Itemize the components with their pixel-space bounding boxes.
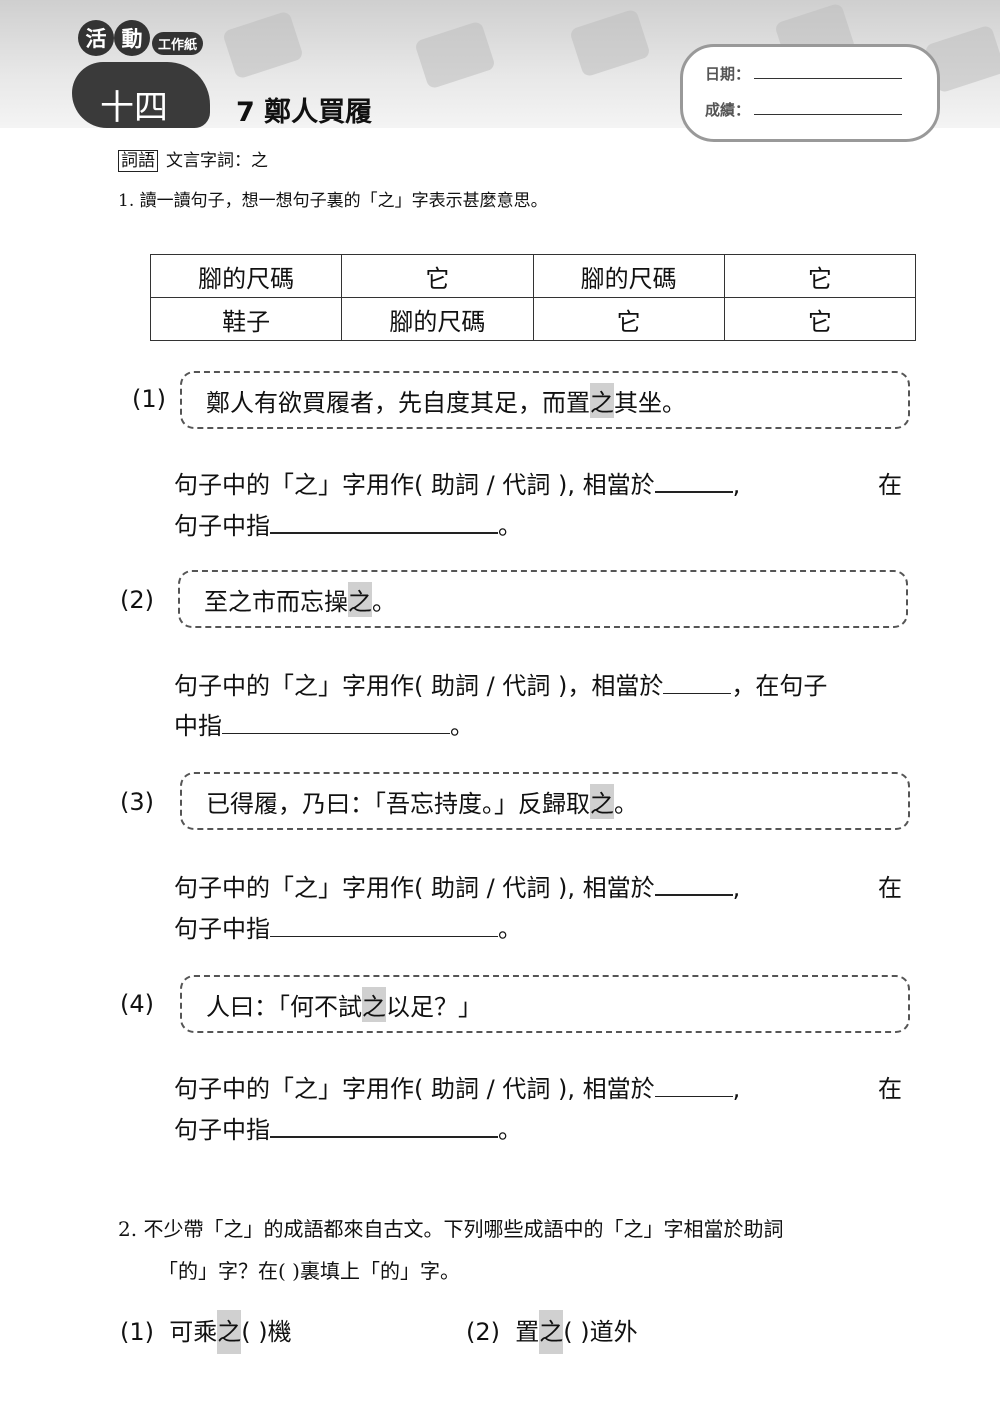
date-label: 日期： <box>705 65 751 83</box>
question-2-prompt: 2. 不少帶「之」的成語都來自古文。下列哪些成語中的「之」字相當於助詞 「的」字… <box>118 1208 918 1292</box>
item-3-answer-line-1: 句子中的「之」字用作( 助詞 / 代詞 ), 相當於, <box>174 868 740 903</box>
word-bank-table: 腳的尺碼 它 腳的尺碼 它 鞋子 腳的尺碼 它 它 <box>149 254 917 341</box>
item-1-line1-text: 句子中的「之」字用作( 助詞 / 代詞 ), 相當於 <box>174 471 655 499</box>
score-field[interactable]: 成績： <box>705 99 903 120</box>
item-3-refers-blank[interactable] <box>270 910 498 937</box>
item-4-comma: , <box>732 1075 741 1103</box>
item-2-highlight: 之 <box>348 581 372 617</box>
item-3-period: 。 <box>498 915 522 943</box>
item-4-highlight: 之 <box>362 986 386 1022</box>
item-4-tail: 在 <box>878 1075 902 1103</box>
item-2-number: (2) <box>120 586 154 614</box>
item-2-answer-line-1: 句子中的「之」字用作( 助詞 / 代詞 )，相當於 ，在句子 <box>174 666 827 701</box>
idiom-2-post[interactable]: ( )道外 <box>563 1318 638 1346</box>
item-4-answer-line-2: 句子中指 。 <box>174 1110 522 1145</box>
word-bank-cell: 腳的尺碼 <box>341 297 534 341</box>
item-4-sentence-box: 人曰：「何不試之以足？」 <box>180 975 910 1033</box>
idiom-1-highlight: 之 <box>217 1310 242 1354</box>
idiom-1-post[interactable]: ( )機 <box>241 1318 292 1346</box>
item-2-tail: ，在句子 <box>731 672 828 700</box>
chapter-badge-blob <box>72 62 210 128</box>
item-3-sentence-pre: 已得履，乃曰：「吾忘持度。」反歸取 <box>206 789 590 818</box>
item-1-answer-line-1: 句子中的「之」字用作( 助詞 / 代詞 ), 相當於, <box>174 465 740 500</box>
item-4-period: 。 <box>498 1116 522 1144</box>
idiom-1-number: (1) <box>120 1318 154 1346</box>
score-blank[interactable] <box>754 114 903 115</box>
item-1-equivalent-blank[interactable] <box>654 465 733 493</box>
item-2-answer-line-2: 中指 。 <box>174 706 474 741</box>
vocab-tag: 詞語 <box>118 150 158 172</box>
idiom-2: (2) 置之( )道外 <box>466 1310 638 1354</box>
item-3-line2-text: 句子中指 <box>174 915 270 943</box>
badge-char-2: 動 <box>114 20 150 56</box>
date-field[interactable]: 日期： <box>705 63 903 84</box>
word-bank-cell: 它 <box>341 254 534 298</box>
activity-worksheet-badge: 活 動 工作紙 <box>74 20 204 60</box>
item-2-sentence-post: 。 <box>372 587 396 616</box>
item-4-number: (4) <box>120 990 154 1018</box>
badge-subtitle: 工作紙 <box>152 32 204 55</box>
item-1-sentence-post: 其坐。 <box>614 388 686 417</box>
idiom-2-number: (2) <box>466 1318 500 1346</box>
item-3-comma: , <box>732 874 741 902</box>
item-4-refers-blank[interactable] <box>270 1110 498 1138</box>
idiom-2-highlight: 之 <box>539 1310 564 1354</box>
item-3-number: (3) <box>120 788 154 816</box>
question-2-line-2: 「的」字？在( )裏填上「的」字。 <box>158 1259 460 1283</box>
item-2-sentence-pre: 至之市而忘操 <box>204 587 348 616</box>
item-1-sentence-pre: 鄭人有欲買履者，先自度其足，而置 <box>206 388 590 417</box>
item-4-sentence-pre: 人曰：「何不試 <box>206 992 362 1021</box>
item-4-line2-text: 句子中指 <box>174 1116 270 1144</box>
item-1-refers-blank[interactable] <box>270 506 498 534</box>
item-4-sentence-post: 以足？」 <box>386 992 482 1021</box>
item-2-equivalent-blank[interactable] <box>663 667 732 694</box>
item-2-line1-text: 句子中的「之」字用作( 助詞 / 代詞 )，相當於 <box>174 672 664 700</box>
item-3-answer-line-2: 句子中指 。 <box>174 909 522 944</box>
vocab-text: 文言字詞：之 <box>166 151 268 171</box>
badge-char-1: 活 <box>78 20 114 56</box>
item-2-period: 。 <box>450 712 474 740</box>
item-2-line2-text: 中指 <box>174 712 222 740</box>
vocab-heading: 詞語文言字詞：之 <box>118 146 268 172</box>
item-1-line2-text: 句子中指 <box>174 512 270 540</box>
item-1-sentence-box: 鄭人有欲買履者，先自度其足，而置之其坐。 <box>180 371 910 429</box>
word-bank-cell: 鞋子 <box>149 297 343 341</box>
chapter-number: 十四 <box>100 88 168 128</box>
item-1-comma: , <box>732 471 741 499</box>
item-2-refers-blank[interactable] <box>222 707 450 734</box>
lesson-title: 7 鄭人買履 <box>236 97 373 128</box>
idiom-1: (1) 可乘之( )機 <box>120 1310 292 1354</box>
item-4-line1-text: 句子中的「之」字用作( 助詞 / 代詞 ), 相當於 <box>174 1075 655 1103</box>
word-bank-cell: 它 <box>723 297 917 341</box>
item-1-tail: 在 <box>878 471 902 499</box>
item-4-equivalent-blank[interactable] <box>654 1070 733 1097</box>
date-blank[interactable] <box>754 78 903 79</box>
item-3-sentence-post: 。 <box>614 789 638 818</box>
table-row: 鞋子 腳的尺碼 它 它 <box>149 297 917 341</box>
question-1-prompt: 1. 讀一讀句子，想一想句子裏的「之」字表示甚麼意思。 <box>118 191 548 211</box>
item-1-answer-line-2: 句子中指 。 <box>174 506 522 541</box>
date-score-box: 日期： 成績： <box>680 44 940 142</box>
item-1-number: (1) <box>132 385 166 413</box>
item-1-highlight: 之 <box>590 382 614 418</box>
score-label: 成績： <box>705 101 751 119</box>
item-3-sentence-box: 已得履，乃曰：「吾忘持度。」反歸取之。 <box>180 772 910 830</box>
table-row: 腳的尺碼 它 腳的尺碼 它 <box>149 254 917 298</box>
item-2-sentence-box: 至之市而忘操之。 <box>178 570 908 628</box>
item-3-equivalent-blank[interactable] <box>654 868 733 896</box>
item-3-highlight: 之 <box>590 783 614 819</box>
question-2-line-1: 2. 不少帶「之」的成語都來自古文。下列哪些成語中的「之」字相當於助詞 <box>118 1217 784 1241</box>
word-bank-cell: 腳的尺碼 <box>532 254 725 298</box>
item-3-line1-text: 句子中的「之」字用作( 助詞 / 代詞 ), 相當於 <box>174 874 655 902</box>
item-3-tail: 在 <box>878 874 902 902</box>
word-bank-cell: 它 <box>532 297 725 341</box>
item-1-period: 。 <box>498 512 522 540</box>
idiom-1-pre: 可乘 <box>169 1318 218 1346</box>
word-bank-cell: 它 <box>723 254 917 298</box>
idiom-2-pre: 置 <box>515 1318 540 1346</box>
item-4-answer-line-1: 句子中的「之」字用作( 助詞 / 代詞 ), 相當於, <box>174 1069 740 1104</box>
word-bank-cell: 腳的尺碼 <box>149 254 343 298</box>
